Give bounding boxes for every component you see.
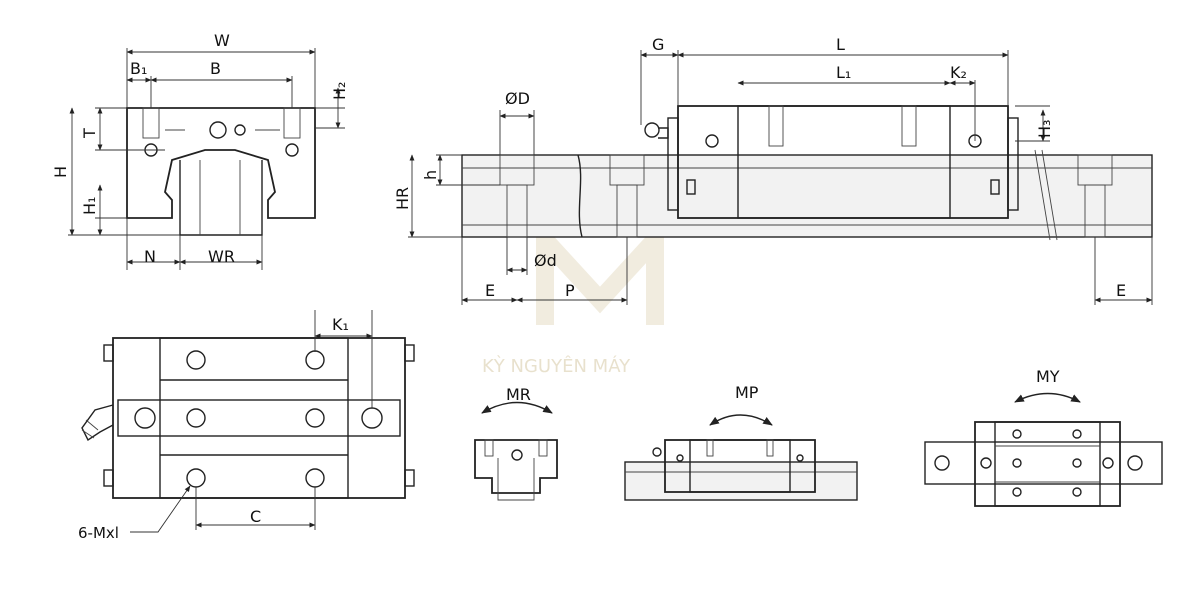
label-MP: MP (735, 383, 759, 402)
label-h: h (421, 170, 440, 180)
label-H: H (51, 166, 70, 178)
watermark-text: KỲ NGUYÊN MÁY (482, 355, 631, 377)
front-view: W B₁ B H₂ T H H₁ N WR (51, 31, 349, 270)
label-Od: Ød (534, 251, 557, 270)
label-MY: MY (1036, 367, 1060, 386)
label-B: B (210, 59, 221, 78)
moment-mr-view: MR (474, 385, 558, 501)
label-K2: K₂ (950, 63, 967, 82)
label-H3: H₃ (1035, 120, 1054, 138)
side-view: G L L₁ K₂ H₃ ØD h HR Ød E P E (393, 35, 1153, 305)
label-MR: MR (506, 385, 531, 404)
label-OD: ØD (505, 89, 530, 108)
label-L: L (836, 35, 845, 54)
watermark: KỲ NGUYÊN MÁY (482, 216, 664, 377)
top-view: K₁ C 6-Mxl (78, 310, 415, 542)
label-N: N (144, 247, 156, 266)
label-L1: L₁ (836, 63, 851, 82)
label-B1: B₁ (130, 59, 147, 78)
label-WR: WR (208, 247, 235, 266)
label-E-left: E (485, 281, 495, 300)
label-H2: H₂ (330, 82, 349, 100)
label-E-right: E (1116, 281, 1126, 300)
label-C: C (250, 507, 261, 526)
label-W: W (214, 31, 230, 50)
label-HR: HR (393, 187, 412, 210)
label-H1: H₁ (80, 197, 99, 215)
label-P: P (565, 281, 575, 300)
label-K1: K₁ (332, 315, 349, 334)
label-T: T (80, 128, 99, 139)
label-6-Mxl: 6-Mxl (78, 524, 119, 542)
moment-my-view: MY (924, 367, 1163, 507)
moment-mp-view: MP (624, 383, 858, 501)
label-G: G (652, 35, 664, 54)
